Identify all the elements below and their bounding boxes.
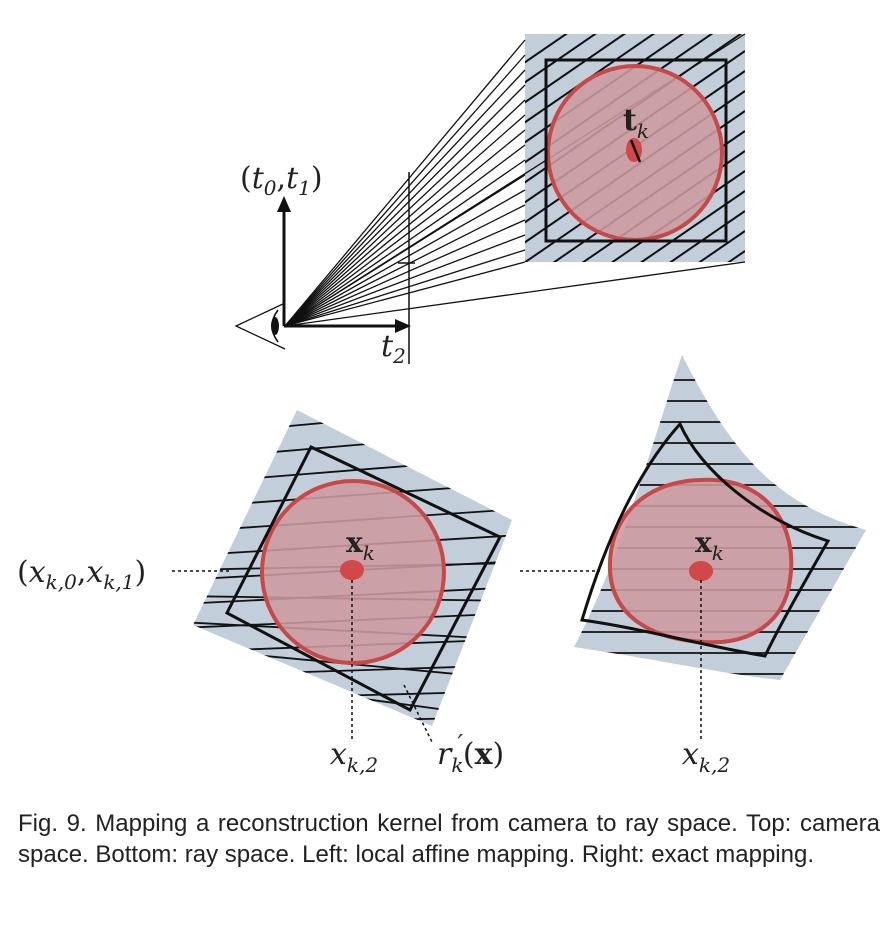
camera-space-panel: tk (t0,t1) t2 [234,33,746,368]
ray-space-affine-panel: xk (xk,0,xk,1) xk,2 rk′(x) [17,410,512,777]
figure-caption: Fig. 9. Mapping a reconstruction kernel … [18,810,880,868]
ray-space-exact-panel: xk xk,2 [520,355,866,777]
label-t-k: tk [623,103,649,143]
exact-kernel-center [689,561,713,581]
camera-kernel-center-tick [629,139,642,163]
label-xk0-xk1: (xk,0,xk,1) [17,555,146,594]
camera-bounding-box [544,58,728,243]
camera-axes [277,196,411,333]
exact-bounding-curve [580,421,831,658]
figure-canvas: tk (t0,t1) t2 [17,33,866,777]
label-t0-t1: (t0,t1) [240,161,323,200]
label-xk2-right: xk,2 [682,737,730,777]
label-xk2-left: xk,2 [330,737,378,777]
label-x-k-left: xk [346,526,375,565]
label-rk: rk′(x) [437,730,504,777]
label-x-k-right: xk [695,526,724,565]
affine-kernel-center [340,560,364,580]
label-t2: t2 [381,329,406,368]
affine-bounding-quad [224,445,503,713]
rk-leader-line [403,684,433,743]
eye-icon [234,302,286,350]
camera-rays [284,33,746,327]
